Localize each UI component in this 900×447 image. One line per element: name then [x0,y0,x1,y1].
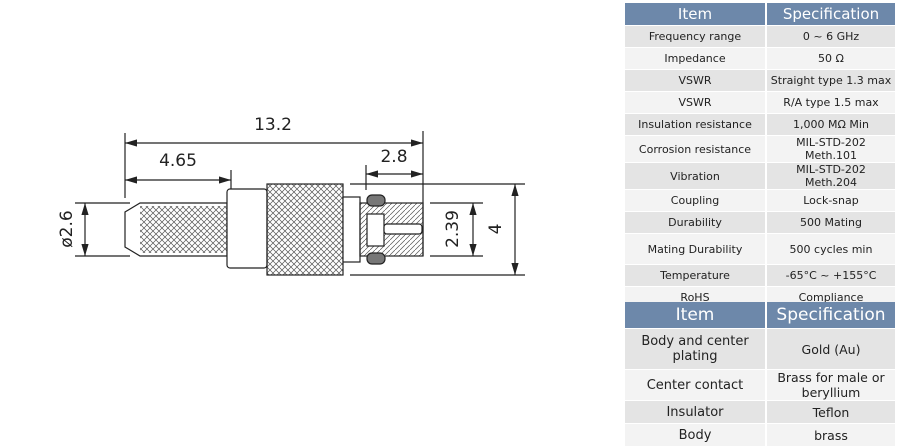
spec-cell: 500 Mating [767,212,897,233]
spec-cell: MIL-STD-202 Meth.101 [767,136,897,162]
connector-drawing: 13.2 4.65 2.8 ø2.6 2.39 4 [57,115,525,276]
item-cell: Coupling [625,190,767,211]
spec-cell: 1,000 MΩ Min [767,114,897,135]
item-cell: Insulation resistance [625,114,767,135]
spec-cell: R/A type 1.5 max [767,92,897,113]
item-cell: VSWR [625,92,767,113]
spec-cell: Gold (Au) [767,329,897,369]
collar [226,188,268,269]
header-specification: Specification [767,3,897,25]
spec-cell: -65°C ~ +155°C [767,265,897,286]
header-item: Item [625,302,767,328]
gasket [366,194,386,207]
spec-cell: Lock-snap [767,190,897,211]
spec-cell: 50 Ω [767,48,897,69]
dim-overall: 13.2 [254,115,292,135]
item-cell: Mating Durability [625,234,767,264]
item-cell: Corrosion resistance [625,136,767,162]
knurled-nut [266,183,344,276]
dim-outer: 4 [486,224,506,235]
item-cell: Center contact [625,370,767,400]
dim-rod-length: 4.65 [159,151,197,171]
item-cell: Durability [625,212,767,233]
spec-cell: Brass for male or beryllium [767,370,897,400]
dim-tip-length: 2.8 [380,147,407,167]
spec-cell: brass [767,424,897,446]
item-cell: Frequency range [625,26,767,47]
table-row: Temperature-65°C ~ +155°C [625,265,897,286]
header-specification: Specification [767,302,897,328]
spec-cell: MIL-STD-202 Meth.204 [767,163,897,189]
dim-rod-diameter: ø2.6 [57,210,77,247]
dim-inner: 2.39 [443,210,463,248]
center-pin [383,223,423,235]
spec-cell: 500 cycles min [767,234,897,264]
item-cell: Insulator [625,401,767,423]
spec-cell: Straight type 1.3 max [767,70,897,91]
spec-cell: Teflon [767,401,897,423]
item-cell: Temperature [625,265,767,286]
item-cell: VSWR [625,70,767,91]
item-cell: Body and center plating [625,329,767,369]
item-cell: Body [625,424,767,446]
item-cell: Impedance [625,48,767,69]
item-cell: Vibration [625,163,767,189]
header-item: Item [625,3,767,25]
material-spec-table: Item Specification Body and center plati… [625,301,897,447]
spec-cell: 0 ~ 6 GHz [767,26,897,47]
